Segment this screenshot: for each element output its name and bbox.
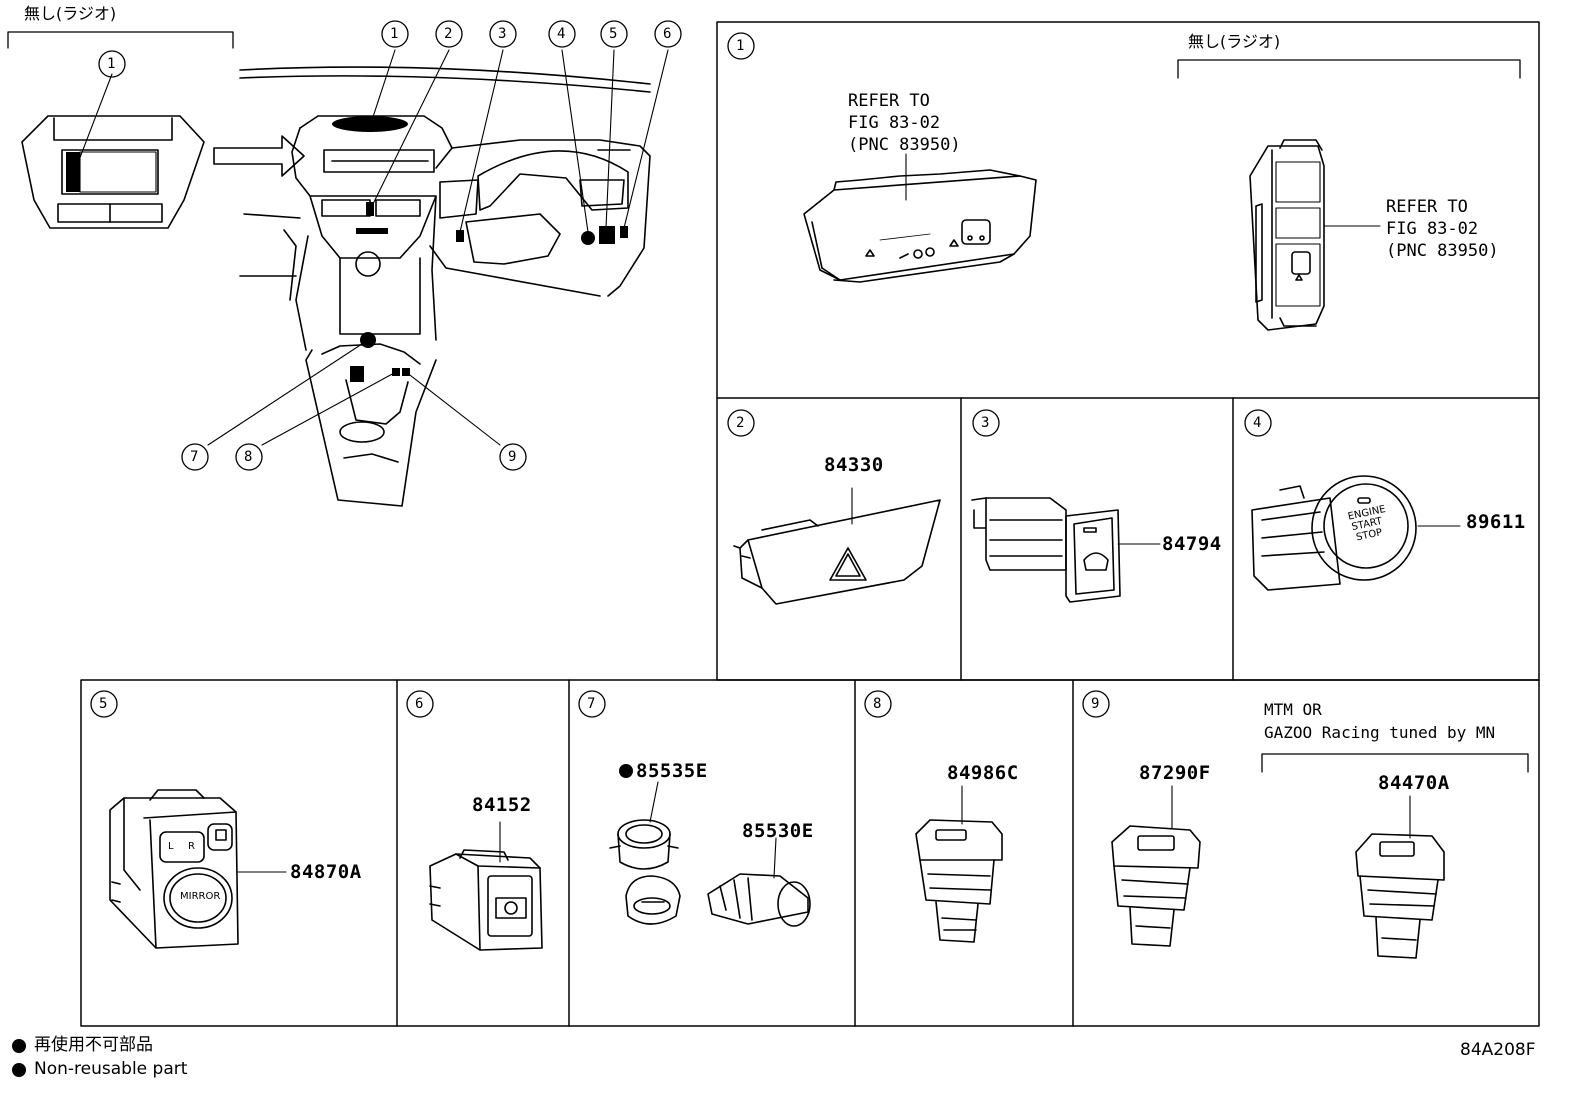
switch-84986C-drawing [915,819,1003,943]
reference-note: REFER TO FIG 83-02 (PNC 83950) [848,91,961,155]
dashboard-leader-lines [207,49,669,446]
callout-number: 8 [244,449,253,465]
variant-note-line1: MTM OR [1264,700,1322,719]
reference-note: REFER TO FIG 83-02 (PNC 83950) [1386,197,1499,261]
part-number-85530E: 85530E [742,820,814,842]
callout-number: 1 [390,26,399,42]
part-number-84470A: 84470A [1378,772,1450,794]
callout-circles [90,20,1272,718]
panel1-vertical-switch-drawing [1249,139,1325,331]
part-number-84152: 84152 [472,794,532,816]
engine-start-button-drawing [1251,475,1417,591]
part-number-84794: 84794 [1162,533,1222,555]
part-number-87290F: 87290F [1139,762,1211,784]
mirror-label: MIRROR [180,891,221,902]
switch-84470A-drawing [1355,833,1445,959]
switch-87290F-drawing [1111,825,1201,947]
legend-bullet-en [12,1063,26,1077]
no-radio-label: 無し(ラジオ) [24,4,117,23]
direction-arrow [213,135,305,177]
callout-number: 5 [99,696,108,712]
panel-frames [80,21,1540,1027]
part-number-84986C: 84986C [947,762,1019,784]
callout-number: 2 [444,26,453,42]
no-radio-label: 無し(ラジオ) [1188,32,1281,51]
legend-non-reusable-en: Non-reusable part [34,1059,188,1079]
legend-non-reusable-jp: 再使用不可部品 [34,1035,153,1055]
part-number-85535E: 85535E [636,760,708,782]
callout-number: 3 [498,26,507,42]
engine-start-stop-label: ENGINE START STOP [1347,504,1387,544]
callout-number: 5 [609,26,618,42]
hazard-switch-drawing [733,499,941,605]
dashboard-overview-drawing [239,66,651,507]
callout-number: 6 [663,26,672,42]
callout-number: 3 [981,415,990,431]
callout-number: 9 [508,449,517,465]
panel1-switch-bezel-drawing [803,169,1037,283]
variant-note-line2: GAZOO Racing tuned by MN [1264,723,1496,742]
callout-number: 9 [1091,696,1100,712]
dash-no-radio-drawing [21,115,205,229]
callout-number: 1 [107,56,116,72]
legend-bullet-jp [12,1039,26,1053]
callout-number: 7 [190,449,199,465]
part-number-84870A: 84870A [290,861,362,883]
callout-number: 1 [736,38,745,54]
wiper-switch-drawing [971,497,1121,603]
callout-number: 8 [873,696,882,712]
callout-number: 6 [415,696,424,712]
callout-number: 4 [1253,415,1262,431]
part-number-89611: 89611 [1466,511,1526,533]
figure-code: 84A208F [1460,1040,1536,1060]
variant-brackets [7,31,1529,773]
socket-leader-lines [649,781,777,879]
non-reusable-marker [619,764,633,778]
mirror-r-label: R [188,841,195,852]
leader-line [75,73,113,169]
callout-number: 7 [587,696,596,712]
mirror-l-label: L [168,841,174,852]
power-socket-drawing [609,819,811,927]
level-switch-drawing [429,849,543,951]
part-number-84330: 84330 [824,454,884,476]
mirror-switch-drawing [109,789,239,949]
callout-number: 4 [557,26,566,42]
callout-number: 2 [736,415,745,431]
